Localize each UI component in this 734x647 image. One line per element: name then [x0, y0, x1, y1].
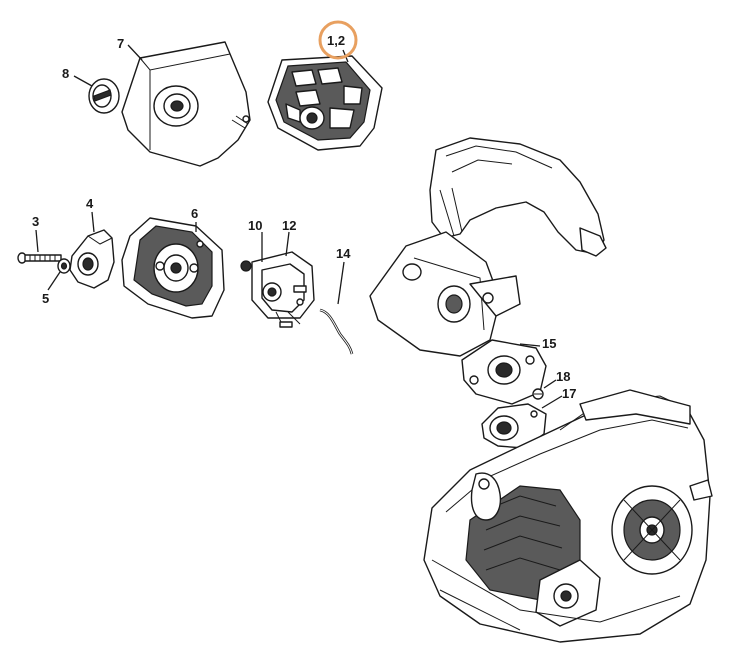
label-1-2: 1,2	[327, 33, 345, 48]
highlight-ring	[318, 20, 358, 60]
label-3: 3	[32, 214, 39, 229]
part-14-rod[interactable]	[319, 308, 354, 355]
part-10-12-carburetor[interactable]	[240, 251, 315, 328]
callout-10: 10	[248, 218, 263, 262]
part-7-shroud[interactable]	[121, 41, 251, 167]
label-18: 18	[556, 369, 570, 384]
label-7: 7	[117, 36, 124, 51]
callout-12: 12	[282, 218, 296, 257]
label-5: 5	[42, 291, 49, 306]
callout-15: 15	[519, 336, 556, 351]
callout-1-2: 1,2	[318, 20, 358, 63]
part-15-flange[interactable]	[461, 339, 547, 405]
callout-18: 18	[543, 369, 570, 389]
engine-block	[423, 389, 713, 643]
callout-7: 7	[117, 36, 143, 61]
label-10: 10	[248, 218, 262, 233]
callout-17: 17	[541, 386, 576, 409]
callout-5: 5	[42, 271, 61, 306]
callout-4: 4	[86, 196, 95, 233]
part-4-elbow[interactable]	[69, 229, 115, 289]
label-6: 6	[191, 206, 198, 221]
label-14: 14	[336, 246, 351, 261]
callout-8: 8	[62, 66, 93, 87]
part-1-2-air-filter[interactable]	[267, 55, 383, 151]
label-15: 15	[542, 336, 556, 351]
part-18-screw[interactable]	[532, 388, 544, 400]
label-8: 8	[62, 66, 69, 81]
part-5-washer[interactable]	[57, 258, 71, 274]
label-12: 12	[282, 218, 296, 233]
label-17: 17	[562, 386, 576, 401]
callout-3: 3	[32, 214, 39, 253]
label-4: 4	[86, 196, 94, 211]
callout-14: 14	[336, 246, 351, 305]
part-8-knob[interactable]	[88, 78, 120, 114]
part-6-filter-base[interactable]	[121, 217, 225, 319]
handle-assembly	[369, 137, 607, 357]
part-3-bolt[interactable]	[17, 252, 62, 264]
callout-6: 6	[191, 206, 198, 232]
